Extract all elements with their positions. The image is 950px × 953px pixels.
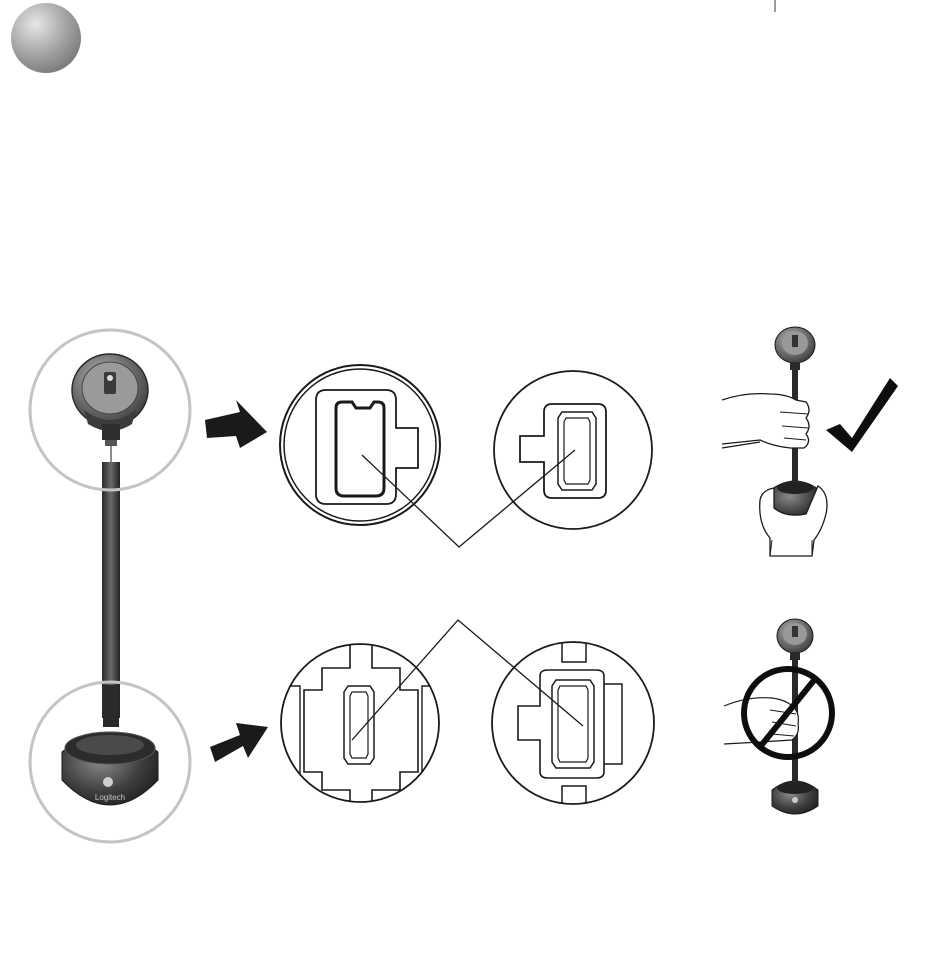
incorrect-handling-illustration bbox=[724, 619, 818, 814]
magnifier-camera-end-right bbox=[494, 371, 652, 529]
correct-handling-illustration bbox=[722, 327, 827, 556]
stand-base: Logitech bbox=[62, 685, 158, 805]
step-badge bbox=[11, 3, 81, 73]
checkmark-icon bbox=[826, 378, 898, 452]
stand-pole bbox=[102, 462, 120, 718]
magnifier-base-end-right bbox=[492, 640, 654, 810]
camera-head bbox=[72, 354, 148, 446]
arrow-to-base-connector bbox=[210, 723, 268, 762]
webcam-stand-illustration: Logitech bbox=[30, 330, 190, 842]
magnifier-base-end-left bbox=[280, 640, 440, 810]
magnifier-camera-end-left bbox=[280, 365, 440, 525]
base-logo-text: Logitech bbox=[95, 793, 125, 802]
arrow-to-camera-connector bbox=[205, 400, 267, 448]
